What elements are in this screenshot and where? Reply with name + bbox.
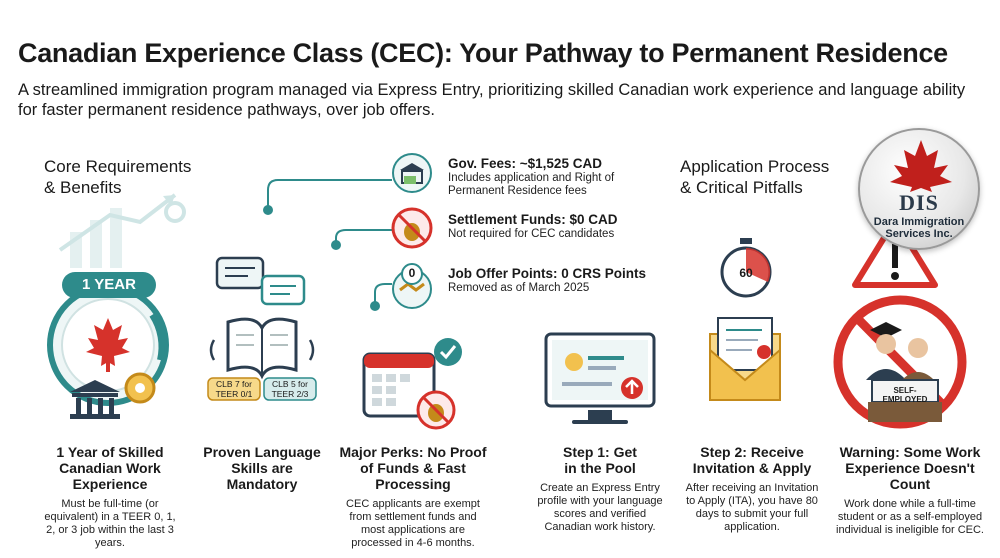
warning-triangle-icon <box>852 217 938 288</box>
column-title: 1 Year of Skilled Canadian Work Experien… <box>56 444 164 492</box>
one-year-badge-bg <box>62 272 156 298</box>
clb7-badge: CLB 7 for TEER 0/1 <box>215 379 253 399</box>
section-heading-process: Application Process & Critical Pitfalls <box>680 157 830 197</box>
government-fees-icon <box>392 153 432 193</box>
timer-label: 60 <box>739 266 753 280</box>
no-funds-icon <box>416 390 456 430</box>
gear-icon <box>124 372 156 404</box>
checkmark-icon <box>434 338 462 366</box>
envelope-letter-icon <box>709 317 781 401</box>
fee-item-government: Gov. Fees: ~$1,525 CAD Includes applicat… <box>448 156 658 198</box>
desk-icon <box>868 402 942 422</box>
column-step-1: Step 1: Get in the Pool Create an Expres… <box>530 444 670 534</box>
maple-leaf-logo-icon <box>890 140 952 192</box>
connector-lines <box>267 179 392 306</box>
column-desc: Must be full-time (or equivalent) in a T… <box>44 498 176 549</box>
clb7-badge-bg <box>207 377 261 401</box>
worker-person-icon <box>900 338 936 382</box>
column-work-experience: 1 Year of Skilled Canadian Work Experien… <box>40 444 180 550</box>
fee-title: Settlement Funds: $0 CAD <box>448 212 618 227</box>
column-desc: Create an Express Entry profile with you… <box>537 482 663 533</box>
column-title: Major Perks: No Proof of Funds & Fast Pr… <box>339 444 487 492</box>
fee-item-job-offer: Job Offer Points: 0 CRS Points Removed a… <box>448 266 658 295</box>
company-logo: DIS Dara Immigration Services Inc. <box>858 128 980 250</box>
zero-points-label: 0 <box>408 266 416 280</box>
no-money-bag-icon <box>391 207 433 249</box>
connector-dot <box>331 240 341 250</box>
stopwatch-icon <box>720 238 772 298</box>
column-perks: Major Perks: No Proof of Funds & Fast Pr… <box>338 444 488 550</box>
column-desc: After receiving an Invitation to Apply (… <box>685 482 819 533</box>
fee-desc: Not required for CEC candidates <box>448 228 615 240</box>
logo-company-name: Dara Immigration Services Inc. <box>873 216 965 240</box>
one-year-badge: 1 YEAR <box>82 276 136 293</box>
column-title: Proven Language Skills are Mandatory <box>203 444 321 492</box>
section-heading-requirements: Core Requirements & Benefits <box>44 157 192 197</box>
chat-bubble-icon <box>215 256 306 306</box>
connector-dot <box>263 205 273 215</box>
logo-initials: DIS <box>899 190 939 215</box>
self-employed-sign: SELF-EMPLOYED <box>882 386 928 404</box>
column-language: Proven Language Skills are Mandatory <box>196 444 328 492</box>
clb5-badge: CLB 5 for TEER 2/3 <box>271 379 309 399</box>
page-subtitle: A streamlined immigration program manage… <box>18 81 966 119</box>
column-desc: Work done while a full-time student or a… <box>836 498 984 536</box>
page-title: Canadian Experience Class (CEC): Your Pa… <box>18 38 948 68</box>
growth-chart-icon <box>58 193 186 268</box>
upload-arrow-icon <box>621 377 643 399</box>
zero-points-icon <box>401 263 423 285</box>
fee-item-settlement: Settlement Funds: $0 CAD Not required fo… <box>448 212 658 241</box>
fee-title: Job Offer Points: 0 CRS Points <box>448 266 647 281</box>
graduate-person-icon <box>866 322 906 380</box>
connector-dot <box>370 301 380 311</box>
clb5-badge-bg <box>263 377 317 401</box>
column-title: Warning: Some Work Experience Doesn't Co… <box>839 444 981 492</box>
fee-desc: Removed as of March 2025 <box>448 282 590 294</box>
column-desc: CEC applicants are exempt from settlemen… <box>346 498 480 549</box>
calendar-icon <box>362 352 436 418</box>
fee-desc: Includes application and Right of Perman… <box>448 172 615 197</box>
column-warning: Warning: Some Work Experience Doesn't Co… <box>836 444 984 537</box>
open-book-icon <box>209 317 315 380</box>
column-title: Step 2: Receive Invitation & Apply <box>692 444 812 476</box>
fee-title: Gov. Fees: ~$1,525 CAD <box>448 156 602 171</box>
building-icon <box>70 380 120 419</box>
column-title: Step 1: Get in the Pool <box>563 444 637 476</box>
column-step-2: Step 2: Receive Invitation & Apply After… <box>682 444 822 534</box>
